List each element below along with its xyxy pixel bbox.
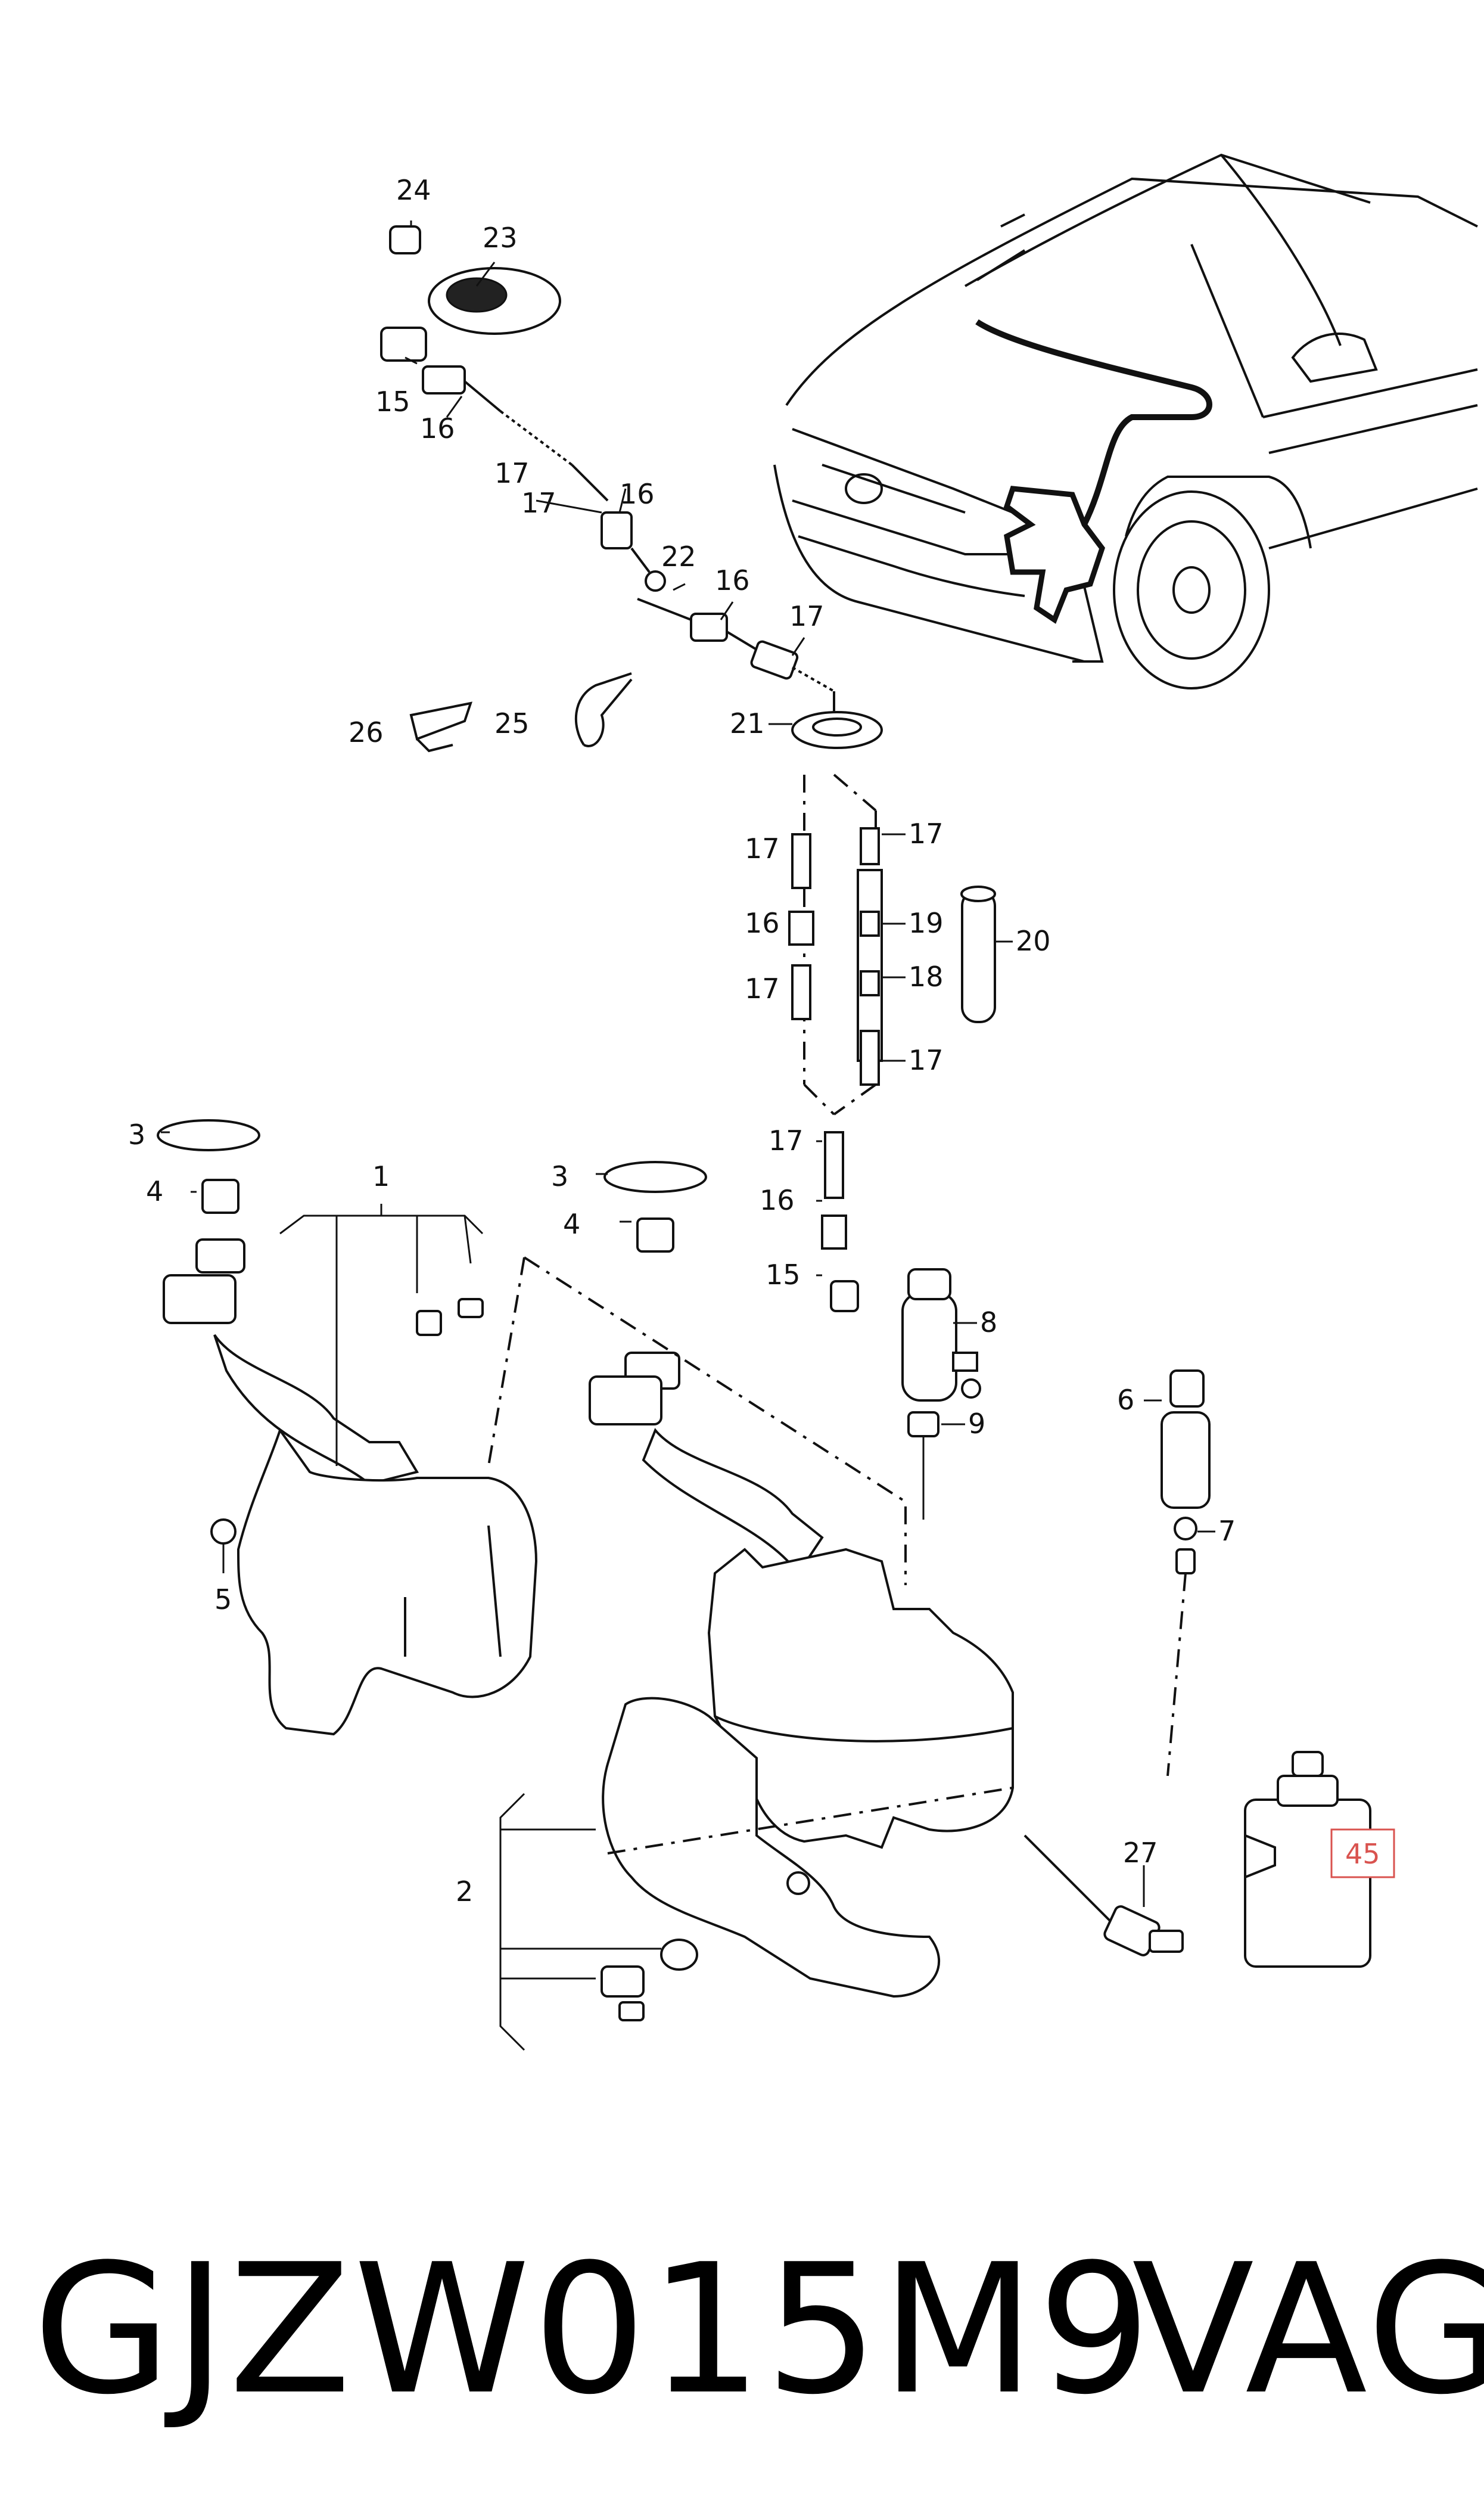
callout-5: 5 <box>214 1583 232 1616</box>
left-reservoir <box>157 1119 538 1736</box>
callout-20: 20 <box>1016 925 1051 957</box>
callout-17: 17 <box>521 487 556 519</box>
parts-diagram: 24 23 15 16 17 16 17 22 16 17 26 25 21 1… <box>128 153 1478 2051</box>
callout-17: 17 <box>909 818 944 850</box>
nozzle-assembly <box>380 225 883 749</box>
callout-17: 17 <box>769 1125 804 1157</box>
callout-23: 23 <box>483 222 518 254</box>
callout-17: 17 <box>745 833 780 865</box>
hose-section <box>788 774 996 1116</box>
callout-16: 16 <box>420 412 455 445</box>
center-reservoir <box>499 1161 1014 2051</box>
highlight-box <box>1330 1828 1395 1878</box>
vehicle-outline <box>773 153 1478 689</box>
part-number: GJZW015M9 <box>33 2226 1154 2434</box>
callout-45: 45 <box>1345 1838 1380 1870</box>
callout-16: 16 <box>620 478 655 510</box>
clips <box>409 672 633 753</box>
callout-15: 15 <box>766 1259 801 1291</box>
callout-4: 4 <box>146 1175 163 1207</box>
callout-18: 18 <box>909 961 944 993</box>
level-sensor-and-bottle <box>1023 1751 1371 1968</box>
callout-17: 17 <box>909 1044 944 1076</box>
callout-17: 17 <box>789 600 825 632</box>
callout-19: 19 <box>909 907 944 939</box>
callout-22: 22 <box>661 541 696 573</box>
callout-2: 2 <box>456 1875 473 1908</box>
callout-15: 15 <box>375 386 410 418</box>
callout-4: 4 <box>563 1208 580 1240</box>
callout-7: 7 <box>1218 1515 1236 1547</box>
callout-24: 24 <box>396 174 431 206</box>
callout-1: 1 <box>372 1160 390 1192</box>
callout-25: 25 <box>494 707 530 740</box>
callout-16: 16 <box>715 564 750 597</box>
footer: GJZW015M9 VAG <box>0 2205 1484 2455</box>
callout-labels: 24 23 15 16 17 16 17 22 16 17 26 25 21 1… <box>128 174 1395 1908</box>
callout-3: 3 <box>128 1119 145 1151</box>
callout-3: 3 <box>551 1160 568 1192</box>
callout-21: 21 <box>730 707 765 740</box>
callout-27: 27 <box>1123 1837 1158 1869</box>
callout-9: 9 <box>968 1408 985 1440</box>
callout-16: 16 <box>760 1184 795 1216</box>
pumps <box>821 1131 1211 1776</box>
leader-lines <box>161 220 1215 1573</box>
callout-16: 16 <box>745 907 780 939</box>
callout-17: 17 <box>494 457 530 489</box>
callout-26: 26 <box>349 716 384 748</box>
callout-17: 17 <box>745 973 780 1005</box>
callout-8: 8 <box>980 1306 997 1338</box>
callout-6: 6 <box>1117 1384 1134 1416</box>
brand-name: VAG <box>1132 2226 1484 2434</box>
